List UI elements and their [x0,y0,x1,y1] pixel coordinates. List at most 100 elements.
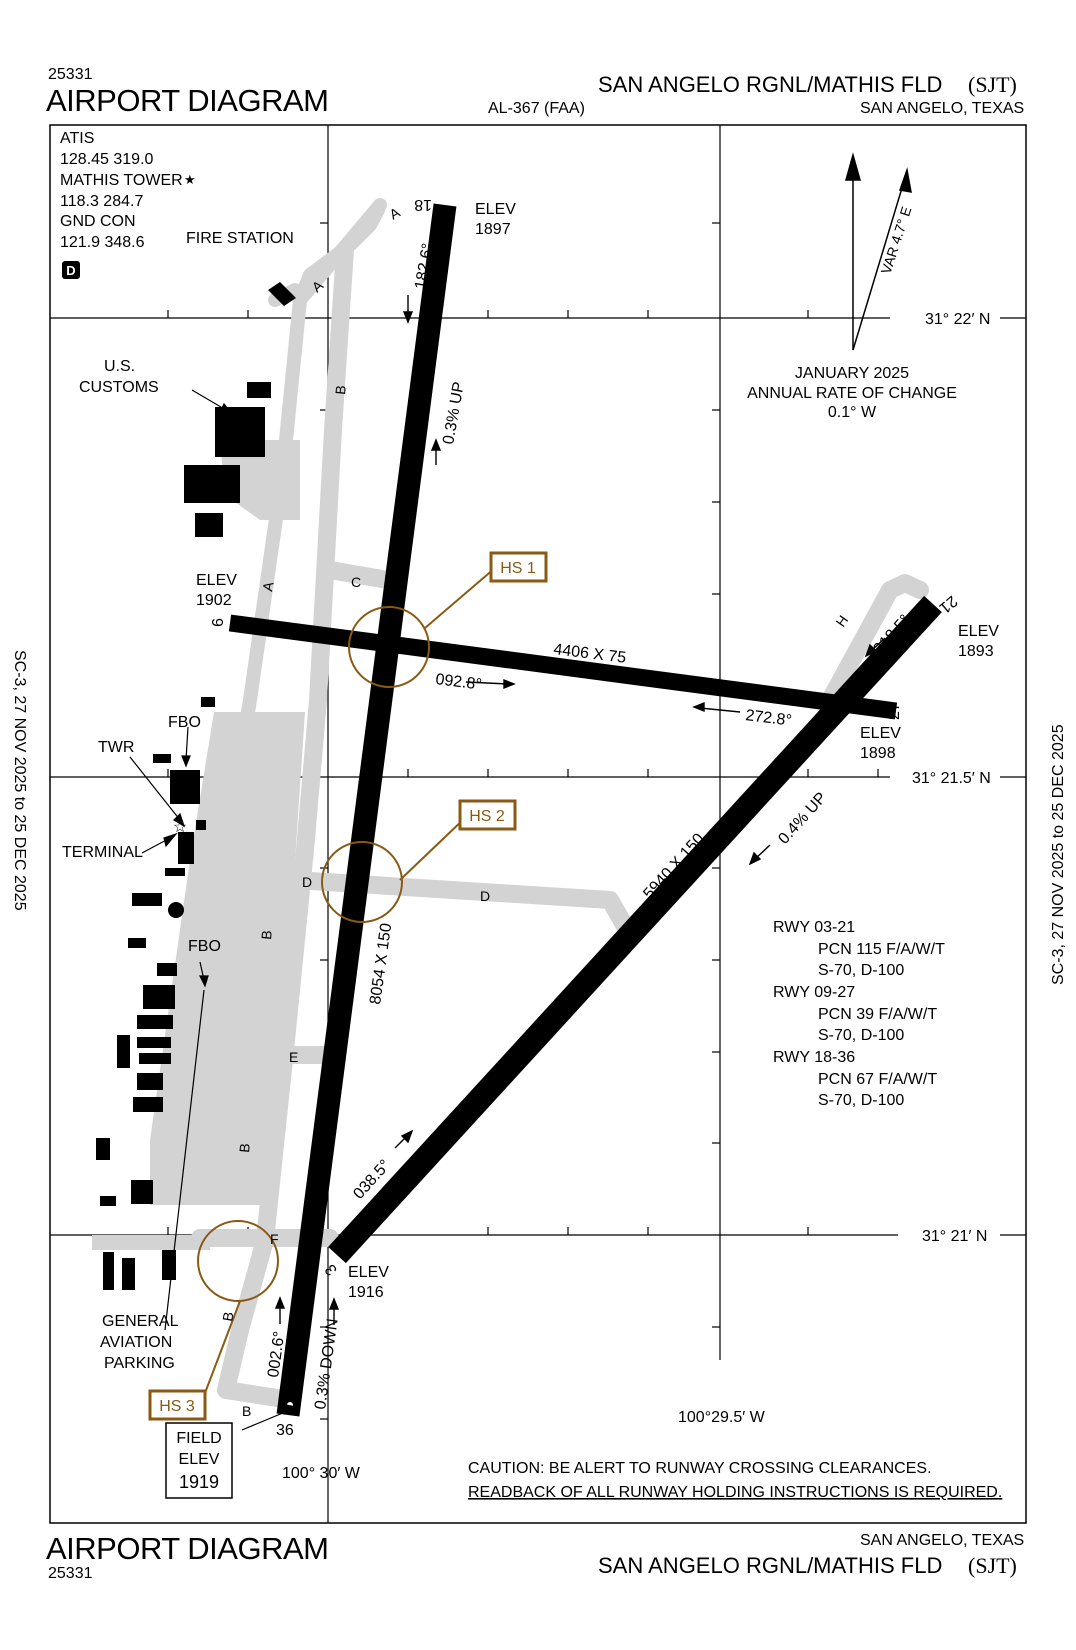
procedure-id: AL-367 (FAA) [488,100,585,117]
rwy18-36-dims: 8054 X 150 [367,922,395,1006]
north-arrows [845,152,912,351]
hs3-box [148,1389,207,1421]
star-icon: ★ [184,172,196,187]
main-apron [150,712,305,1205]
rwy3-elev-label: ELEV [348,1264,389,1281]
buildings [96,282,296,1290]
rwy21-slope: 0.4% UP [775,789,830,847]
pcn-rwy3-pcn: PCN 67 F/A/W/T [818,1071,937,1088]
pcn-rwy1-sw: S-70, D-100 [818,962,904,979]
rwy9-heading: 092.8° [435,671,483,694]
taxiway-label-b-mid: B [258,930,275,941]
hs3-ring [197,1220,279,1302]
taxiway-label-a-top: A [387,204,404,223]
mag-variation: VAR 4.7° E [878,204,915,275]
rwy21-elev-label: ELEV [958,623,999,640]
chart-title-top: AIRPORT DIAGRAM [46,83,329,118]
runway-18-36 [276,203,457,1417]
direction-arrows [274,295,886,1325]
hs2-box [458,799,517,831]
chart-title-bottom: AIRPORT DIAGRAM [46,1531,329,1566]
airport-code-top: (SJT) [968,72,1017,97]
field-elev-value: 1919 [179,1472,219,1492]
chart-number-top: 25331 [48,66,93,83]
magnetic-north-icon [852,177,906,351]
lat-lon-grid [50,125,1026,1523]
taxiway-label-d-east: D [480,888,490,904]
runways [228,203,942,1417]
taxiway-h [821,574,929,709]
rwy3-number: 3 [322,1261,341,1279]
lon-right: 100°29.5′ W [678,1409,766,1426]
terminal-label: TERMINAL [62,844,143,861]
rwy27-number: 27 [886,702,903,720]
rwy18-slope: 0.3% UP [440,381,468,446]
field-elev-box [165,1422,233,1499]
taxiway-label-b-sw: B [219,1311,236,1323]
rwy27-elev: 1898 [860,745,896,762]
caution-line2: READBACK OF ALL RUNWAY HOLDING INSTRUCTI… [468,1484,1002,1501]
pcn-rwy1-pcn: PCN 115 F/A/W/T [818,941,945,958]
d-symbol-box [62,261,80,279]
diagram-frame [49,124,1027,1524]
rwy36-heading: 002.6° [265,1330,288,1378]
taxiway-label-f: F [270,1231,279,1247]
taxiway-label-b-north: B [332,385,349,396]
rwy36-slope: 0.3% DOWN [312,1318,342,1411]
leader-lines [129,389,298,1431]
taxiway-label-e: E [289,1049,298,1065]
rwy9-number: 9 [208,618,225,627]
lon-left: 100° 30′ W [282,1465,361,1482]
field-elev-line2: ELEV [179,1451,220,1468]
pcn-rwy3: RWY 18-36 [773,1049,855,1066]
fbo-label-top: FBO [168,714,201,731]
taxiway-label-b-bottom: B [242,1403,251,1419]
mag-rate-label: ANNUAL RATE OF CHANGE [747,385,957,402]
pcn-rwy2: RWY 09-27 [773,984,855,1001]
pcn-rwy2-pcn: PCN 39 F/A/W/T [818,1006,937,1023]
ga-parking-label-3: PARKING [104,1355,175,1372]
mag-date: JANUARY 2025 [795,365,909,382]
hs2-ring [321,841,403,923]
rwy27-elev-label: ELEV [860,725,901,742]
mag-rate: 0.1° W [828,404,877,421]
atis-freqs: 128.45 319.0 [60,151,154,168]
hs3-label: HS 3 [159,1398,195,1415]
fire-station-label: FIRE STATION [186,230,294,247]
airport-code-bottom: (SJT) [968,1553,1017,1578]
customs-label-2: CUSTOMS [79,379,159,396]
airport-name-bottom: SAN ANGELO RGNL/MATHIS FLD [598,1553,943,1578]
rwy9-elev-label: ELEV [196,572,237,589]
rwy18-elev: 1897 [475,221,511,238]
hs1-label: HS 1 [500,560,536,577]
gnd-freqs: 121.9 348.6 [60,234,145,251]
twr-label: TWR [98,739,134,756]
ga-parking-label-2: AVIATION [100,1334,172,1351]
taxiway-label-d-west: D [302,874,312,890]
runway-09-27 [228,614,898,720]
fbo-label-mid: FBO [188,938,221,955]
pcn-rwy2-sw: S-70, D-100 [818,1027,904,1044]
taxiway-label-c: C [351,574,361,590]
chart-number-bottom: 25331 [48,1565,93,1582]
rwy36-number: 36 [276,1422,294,1439]
rwy3-elev: 1916 [348,1284,384,1301]
caution-line1: CAUTION: BE ALERT TO RUNWAY CROSSING CLE… [468,1460,932,1477]
hotspot-rings [197,567,496,1394]
rwy18-elev-label: ELEV [475,201,516,218]
customs-building [215,407,265,457]
lat-bottom: 31° 21′ N [922,1228,987,1245]
taxiway-label-h: H [832,612,851,629]
gnd-label: GND CON [60,213,136,230]
rwy21-elev: 1893 [958,643,994,660]
hs1-box [489,551,548,583]
pcn-rwy1: RWY 03-21 [773,919,855,936]
tower-freqs: 118.3 284.7 [60,193,143,210]
fbo-building [170,770,200,804]
field-elev-line1: FIELD [176,1430,221,1447]
customs-label-1: U.S. [104,358,135,375]
taxiway-d [286,871,639,944]
rwy9-elev: 1902 [196,592,232,609]
pcn-rwy3-sw: S-70, D-100 [818,1092,904,1109]
